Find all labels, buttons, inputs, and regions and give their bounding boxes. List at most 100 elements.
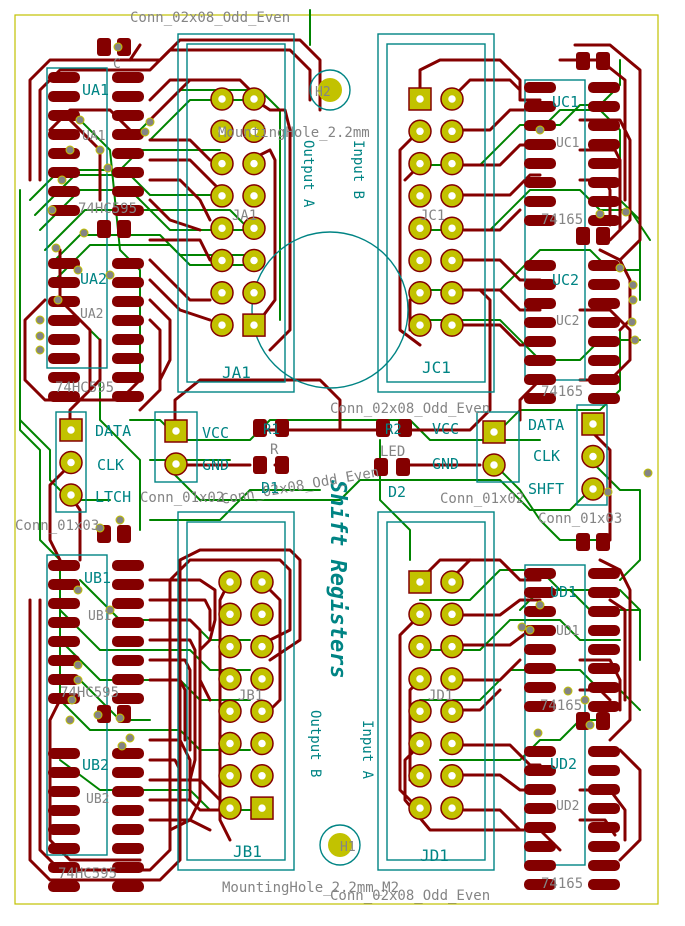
mh-bot-ref: H1	[340, 840, 356, 855]
uc2-pad-l4	[524, 317, 556, 328]
ref-r1: R1	[263, 422, 280, 438]
ub1-pad-l4	[48, 617, 80, 628]
ref-d2: D2	[388, 483, 406, 501]
fab-ud1: UD1	[556, 624, 579, 639]
mh-bot-value: MountingHole_2.2mm_M2	[222, 880, 399, 896]
ub2-pad-r5	[112, 824, 144, 835]
fab-jc1: JC1	[420, 208, 445, 224]
cap-ud1-pad2	[596, 533, 610, 551]
uc1-pad-l2	[524, 101, 556, 112]
uc2-pad-r1	[588, 260, 620, 271]
uc1-pad-l1	[524, 82, 556, 93]
ub2-pad-r1	[112, 748, 144, 759]
ub2-pad-l1	[48, 748, 80, 759]
ud2-pad-l6	[524, 841, 556, 852]
fab-ud2: UD2	[556, 799, 579, 814]
ua1-pad-r1	[112, 72, 144, 83]
via-9	[51, 243, 61, 253]
via-33	[115, 713, 125, 723]
via-14	[35, 345, 45, 355]
via-13	[35, 331, 45, 341]
ud2-pad-l1	[524, 746, 556, 757]
via-32	[93, 710, 103, 720]
via-17	[140, 127, 150, 137]
ref-ub2: UB2	[82, 756, 109, 774]
ref-ja1: JA1	[222, 363, 251, 382]
via-27	[535, 125, 545, 135]
cap-ua1-pad1	[97, 38, 111, 56]
d2-pad1	[374, 458, 388, 476]
ua2-pad-r4	[112, 315, 144, 326]
via-4	[95, 145, 105, 155]
via-10	[73, 265, 83, 275]
ud1-pad-l2	[524, 587, 556, 598]
vias	[35, 42, 653, 751]
val-74165-c2: 74165	[541, 384, 583, 400]
ud2-pad-l3	[524, 784, 556, 795]
via-42	[580, 695, 590, 705]
ud1-pad-l3	[524, 606, 556, 617]
ud1-pad-r2	[588, 587, 620, 598]
ud2-pad-r7	[588, 860, 620, 871]
ud2-pad-l5	[524, 822, 556, 833]
uc2-pad-r7	[588, 374, 620, 385]
ud2-pad-l8	[524, 879, 556, 890]
ub2-pad-l4	[48, 805, 80, 816]
connector-outlines	[46, 33, 608, 871]
mh-top-value: MountingHole_2.2mm	[218, 125, 370, 141]
ud2-pad-r2	[588, 765, 620, 776]
ud1-pad-r8	[588, 701, 620, 712]
ua1-pad-l6	[48, 167, 80, 178]
ud2-pad-r5	[588, 822, 620, 833]
label-ltch-left: LTCH	[95, 488, 131, 506]
cap-uc2-pad1	[576, 227, 590, 245]
through-hole-pads	[59, 87, 605, 820]
via-43	[643, 468, 653, 478]
d2-pad2	[396, 458, 410, 476]
ud1-pad-l1	[524, 568, 556, 579]
ua2-pad-r2	[112, 277, 144, 288]
uc2-pad-l7	[524, 374, 556, 385]
ua2-pad-l6	[48, 353, 80, 364]
via-44	[603, 487, 613, 497]
fab-ub1: UB1	[88, 609, 111, 624]
via-2	[75, 115, 85, 125]
ref-ua1: UA1	[82, 81, 109, 99]
ub1-pad-r3	[112, 598, 144, 609]
ub1-pad-l2	[48, 579, 80, 590]
uc1-pad-r4	[588, 139, 620, 150]
fab-ua2: UA2	[80, 307, 103, 322]
ud1-pad-r5	[588, 644, 620, 655]
via-22	[628, 280, 638, 290]
output-a-label: Output A	[300, 140, 316, 208]
cap-ua2-pad1	[97, 220, 111, 238]
fab-ja1: JA1	[232, 208, 257, 224]
via-38	[517, 622, 527, 632]
ub2-pad-r4	[112, 805, 144, 816]
ua2-pad-l7	[48, 372, 80, 383]
ub2-pad-l6	[48, 843, 80, 854]
uc2-pad-l8	[524, 393, 556, 404]
ua2-pad-l1	[48, 258, 80, 269]
ub1-pad-l6	[48, 655, 80, 666]
label-gnd-right: GND	[432, 455, 459, 473]
ub2-pad-l3	[48, 786, 80, 797]
ub1-pad-r8	[112, 693, 144, 704]
ref-d1: D1	[261, 479, 279, 497]
fab-jb1: JB1	[238, 688, 263, 704]
ua1-pad-r7	[112, 186, 144, 197]
via-20	[595, 209, 605, 219]
uc2-pad-r2	[588, 279, 620, 290]
uc1-pad-r5	[588, 158, 620, 169]
ua1-pad-l8	[48, 205, 80, 216]
label-data-right: DATA	[528, 416, 564, 434]
cap-uc1-pad1	[576, 52, 590, 70]
ub1-pad-r2	[112, 579, 144, 590]
fab-ua1: UA1	[82, 129, 105, 144]
d1-pad1	[253, 456, 267, 474]
ref-ud2: UD2	[550, 755, 577, 773]
via-37	[73, 585, 83, 595]
ud2-pad-r4	[588, 803, 620, 814]
uc1-pad-r7	[588, 196, 620, 207]
